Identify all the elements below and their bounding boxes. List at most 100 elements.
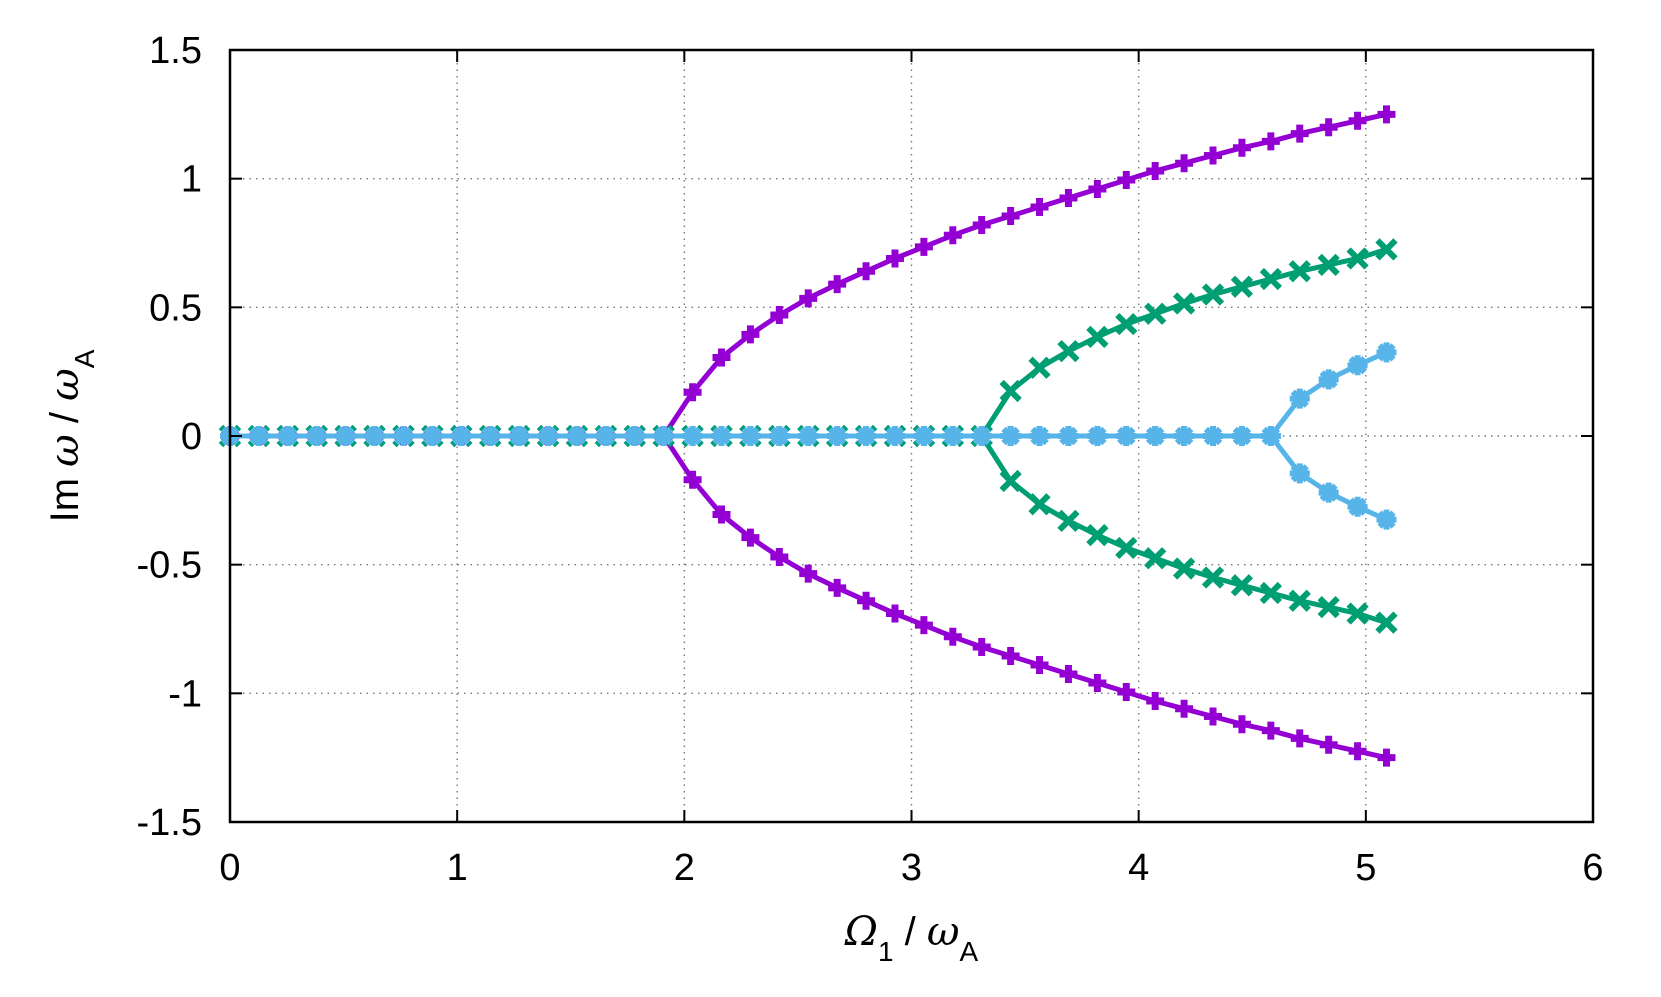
data-point <box>1260 426 1281 446</box>
data-point <box>1001 647 1020 666</box>
data-point <box>1259 581 1282 605</box>
data-point <box>1059 188 1078 207</box>
data-point <box>741 325 760 344</box>
data-point <box>277 426 298 446</box>
data-point <box>1088 674 1107 693</box>
data-point <box>1203 426 1224 446</box>
data-point <box>1377 105 1396 124</box>
data-point <box>1317 253 1340 276</box>
series-3 <box>218 238 1398 448</box>
data-point <box>769 426 790 446</box>
data-point <box>1117 683 1136 702</box>
data-point <box>712 348 731 367</box>
data-point <box>885 249 904 268</box>
data-point <box>1059 665 1078 684</box>
y-axis-label-separator: / <box>43 401 87 434</box>
data-point <box>1146 692 1165 711</box>
x-axis-label: Ω1 / ωA <box>844 909 979 967</box>
data-point <box>1058 426 1079 446</box>
data-point <box>364 426 385 446</box>
data-point <box>913 426 934 446</box>
y-tick-label: 1.5 <box>149 30 202 72</box>
data-point <box>393 426 414 446</box>
y-tick-label: 1 <box>181 159 202 201</box>
series-line <box>230 247 1388 439</box>
data-point <box>999 469 1022 493</box>
data-point <box>1028 356 1051 379</box>
data-point <box>1288 589 1311 612</box>
data-point <box>1030 197 1049 216</box>
series-layer <box>218 105 1398 767</box>
data-point <box>1348 111 1367 130</box>
data-point <box>1346 247 1369 270</box>
data-point <box>972 215 991 234</box>
data-point <box>943 226 962 245</box>
data-point <box>1319 118 1338 137</box>
data-point <box>741 528 760 547</box>
x-axis-label-separator: / <box>894 910 927 954</box>
data-point <box>1146 161 1165 180</box>
y-axis-label-prefix: Im <box>43 467 87 523</box>
data-point <box>799 564 818 583</box>
x-axis-label-subscript: 1 <box>878 936 894 967</box>
data-point <box>1318 482 1339 503</box>
data-point <box>828 275 847 294</box>
x-tick-label: 4 <box>1128 847 1149 889</box>
y-tick-label: 0 <box>181 416 202 458</box>
data-point <box>942 426 963 446</box>
data-point <box>1318 369 1339 390</box>
data-point <box>1115 312 1138 336</box>
data-point <box>1290 729 1309 748</box>
y-tick-label: -1 <box>168 673 202 715</box>
data-point <box>1347 496 1368 517</box>
data-point <box>711 426 732 446</box>
data-point <box>1144 547 1167 570</box>
y-axis-label-denominator-subscript: A <box>69 349 100 368</box>
series-line <box>230 433 1388 522</box>
data-point <box>509 426 530 446</box>
data-point <box>1087 426 1108 446</box>
data-point <box>1376 509 1397 530</box>
data-point <box>1230 574 1254 597</box>
series-line <box>230 433 1388 625</box>
data-point <box>422 426 443 446</box>
data-point <box>1232 715 1251 734</box>
y-tick-label: 0.5 <box>149 287 202 329</box>
data-point <box>1086 325 1109 349</box>
data-point <box>1348 742 1367 761</box>
data-point <box>1201 283 1225 306</box>
data-point <box>1028 493 1051 516</box>
y-axis-label-denominator: ω <box>42 368 88 401</box>
ticks <box>229 49 1594 823</box>
data-point <box>943 627 962 646</box>
data-point <box>1230 275 1254 298</box>
data-point <box>827 426 848 446</box>
data-point <box>1172 292 1196 315</box>
data-point <box>885 604 904 623</box>
series-6 <box>220 426 1397 530</box>
data-point <box>683 470 702 489</box>
data-point <box>1115 536 1138 560</box>
x-axis-label-symbol: Ω <box>844 909 878 955</box>
data-point <box>1086 523 1109 547</box>
x-tick-label: 6 <box>1582 847 1603 889</box>
data-point <box>1232 138 1251 157</box>
data-point <box>1001 206 1020 225</box>
data-point <box>971 426 992 446</box>
data-point <box>1057 509 1080 533</box>
data-point <box>306 426 327 446</box>
data-point <box>566 426 587 446</box>
x-tick-label: 0 <box>219 847 240 889</box>
data-point <box>653 426 674 446</box>
data-point <box>1290 124 1309 143</box>
data-point <box>1117 170 1136 189</box>
series-4 <box>218 424 1398 634</box>
y-tick-label: -0.5 <box>137 545 202 587</box>
series-line <box>230 350 1388 439</box>
series-2 <box>221 427 1396 767</box>
data-point <box>682 426 703 446</box>
data-point <box>1376 342 1397 363</box>
data-point <box>1204 707 1223 726</box>
data-point <box>480 426 501 446</box>
